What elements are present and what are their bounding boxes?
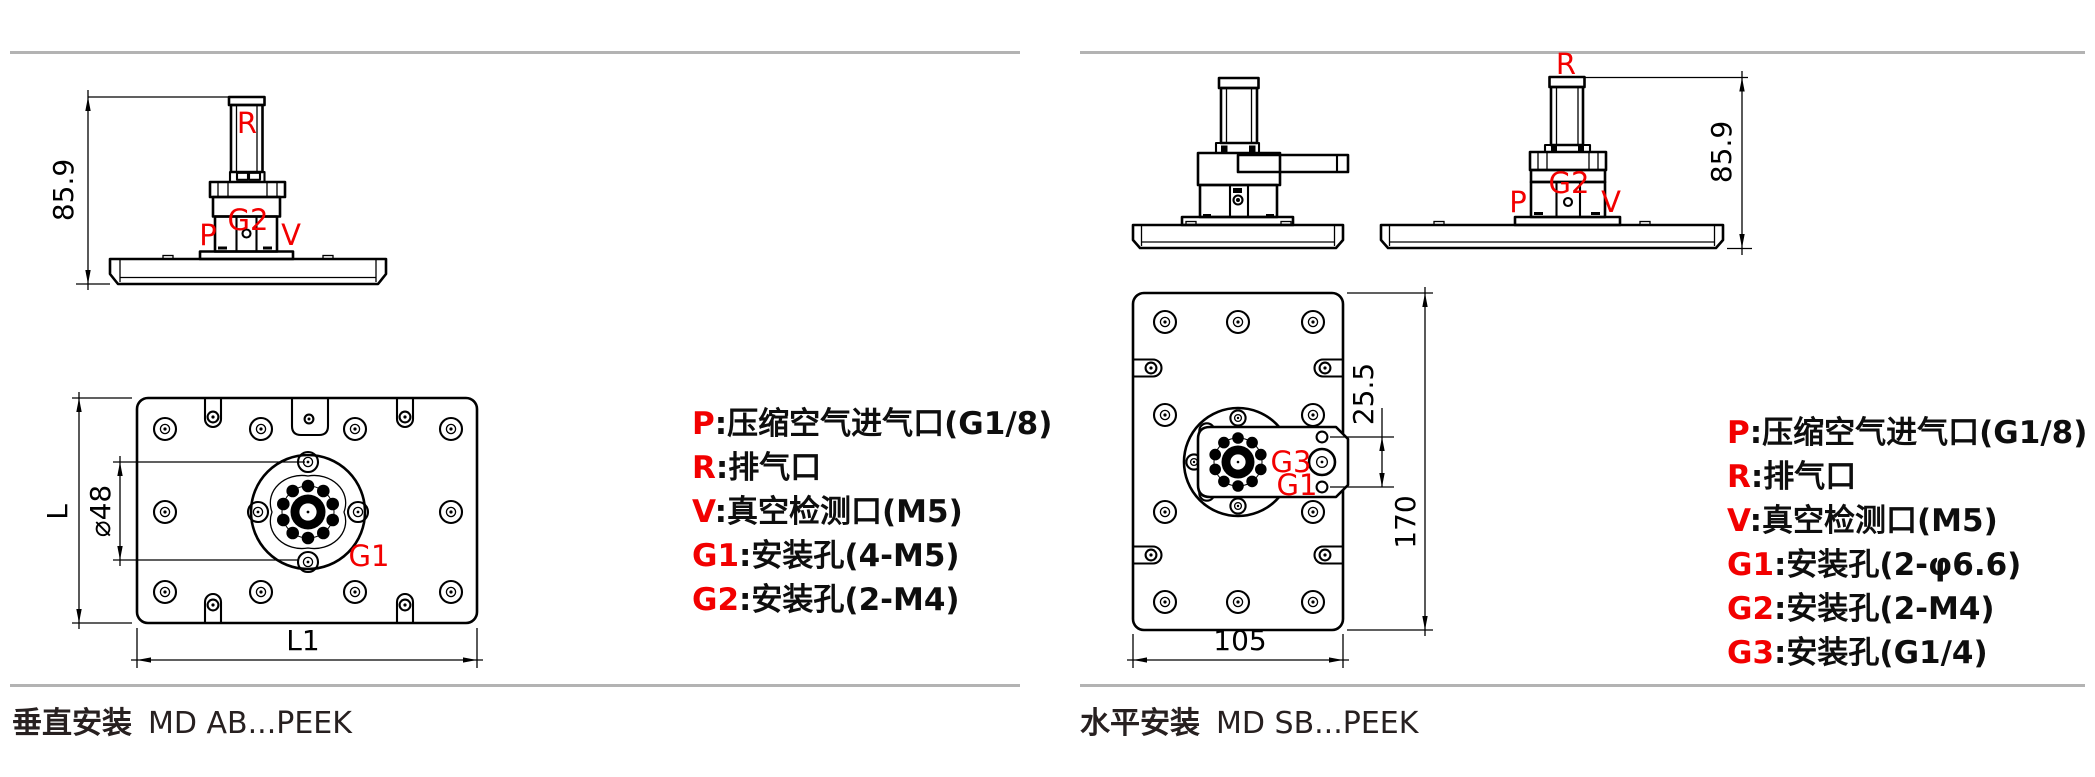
legend-key: V — [692, 494, 715, 530]
legend-line-p: P:压缩空气进气口(G1/8) — [692, 402, 1052, 446]
left-port-legend: P:压缩空气进气口(G1/8) R:排气口 V:真空检测口(M5) G1:安装孔… — [692, 402, 1052, 622]
port-label-g2: G2 — [1549, 166, 1590, 200]
model-code: MD AB...PEEK — [148, 706, 352, 741]
dim-L: L — [41, 504, 74, 520]
port-label-p: P — [1509, 185, 1527, 219]
left-dim-L1: L1 — [131, 624, 483, 668]
left-side-view — [108, 95, 388, 286]
legend-line-r: R:排气口 — [1727, 455, 2087, 499]
hole-label-g1: G1 — [1277, 468, 1318, 502]
top-divider-right — [1080, 51, 2085, 54]
legend-line-g2: G2:安装孔(2-M4) — [1727, 587, 2087, 631]
legend-key: R — [692, 450, 716, 486]
port-label-v: V — [1601, 185, 1621, 219]
left-caption: 垂直安装 MD AB...PEEK — [12, 698, 352, 742]
left-side-port-labels: R G2 P V — [199, 106, 301, 252]
port-label-p: P — [199, 218, 217, 252]
legend-line-r: R:排气口 — [692, 446, 1052, 490]
dim-85-9: 85.9 — [1705, 121, 1738, 183]
dim-L1: L1 — [286, 624, 319, 657]
right-side-port-labels: R G2 P V — [1509, 47, 1621, 219]
legend-key: V — [1727, 503, 1750, 539]
bottom-divider-left — [10, 684, 1020, 687]
mount-type-label: 水平安装 — [1080, 706, 1200, 741]
legend-desc: :排气口 — [1750, 459, 1857, 495]
mount-type-label: 垂直安装 — [12, 706, 132, 741]
legend-desc: :安装孔(G1/4) — [1774, 635, 1988, 671]
legend-desc: :真空检测口(M5) — [1749, 503, 1998, 539]
top-divider-left — [10, 51, 1020, 54]
right-side-view-arm — [1131, 76, 1350, 250]
legend-key: P — [1727, 415, 1750, 451]
dim-dia48: ⌀48 — [84, 485, 117, 538]
right-side-view-labeled — [1379, 75, 1725, 250]
legend-key: G3 — [1727, 635, 1775, 671]
hole-label-g1: G1 — [349, 539, 390, 573]
right-dim-170: 170 — [1347, 287, 1433, 636]
bottom-divider-right — [1080, 684, 2085, 687]
legend-desc: :压缩空气进气口(G1/8) — [714, 406, 1053, 442]
legend-key: P — [692, 406, 715, 442]
model-code: MD SB...PEEK — [1216, 706, 1419, 741]
legend-desc: :安装孔(2-M4) — [1774, 591, 1995, 627]
legend-line-g2: G2:安装孔(2-M4) — [692, 578, 1052, 622]
legend-key: G2 — [1727, 591, 1775, 627]
legend-desc: :安装孔(2-φ6.6) — [1774, 547, 2022, 583]
hole-label-g3: G3 — [1271, 445, 1312, 479]
left-suction-flange — [246, 450, 370, 574]
legend-key: G1 — [692, 538, 740, 574]
legend-key: R — [1727, 459, 1751, 495]
legend-line-v: V:真空检测口(M5) — [1727, 499, 2087, 543]
left-dim-L: L — [41, 392, 132, 629]
legend-key: G2 — [692, 582, 740, 618]
legend-line-g3: G3:安装孔(G1/4) — [1727, 631, 2087, 675]
legend-desc: :安装孔(2-M4) — [739, 582, 960, 618]
right-caption: 水平安装 MD SB...PEEK — [1080, 698, 1418, 742]
legend-line-g1: G1:安装孔(4-M5) — [692, 534, 1052, 578]
dim-85-9: 85.9 — [47, 159, 80, 221]
legend-desc: :安装孔(4-M5) — [739, 538, 960, 574]
legend-line-v: V:真空检测口(M5) — [692, 490, 1052, 534]
mounting-bracket — [1196, 425, 1350, 499]
left-dim-height: 85.9 — [47, 90, 229, 290]
port-label-g2: G2 — [228, 203, 269, 237]
legend-desc: :排气口 — [715, 450, 822, 486]
right-plan-view: G3 G1 — [1131, 291, 1350, 632]
dim-105: 105 — [1213, 624, 1266, 657]
left-plan-view: G1 — [135, 396, 479, 625]
legend-desc: :真空检测口(M5) — [714, 494, 963, 530]
legend-key: G1 — [1727, 547, 1775, 583]
legend-line-p: P:压缩空气进气口(G1/8) — [1727, 411, 2087, 455]
right-port-legend: P:压缩空气进气口(G1/8) R:排气口 V:真空检测口(M5) G1:安装孔… — [1727, 411, 2087, 675]
port-label-r: R — [1556, 47, 1576, 81]
port-label-r: R — [237, 106, 257, 140]
legend-desc: :压缩空气进气口(G1/8) — [1749, 415, 2088, 451]
left-dim-dia48: ⌀48 — [84, 456, 305, 566]
right-dim-25-5: 25.5 — [1330, 363, 1394, 488]
dim-25-5: 25.5 — [1347, 363, 1380, 425]
right-suction-flange — [1182, 406, 1350, 518]
right-dim-105: 105 — [1127, 624, 1349, 668]
legend-line-g1: G1:安装孔(2-φ6.6) — [1727, 543, 2087, 587]
right-dim-height: 85.9 — [1585, 71, 1752, 255]
dim-170: 170 — [1389, 495, 1422, 548]
port-label-v: V — [281, 218, 301, 252]
